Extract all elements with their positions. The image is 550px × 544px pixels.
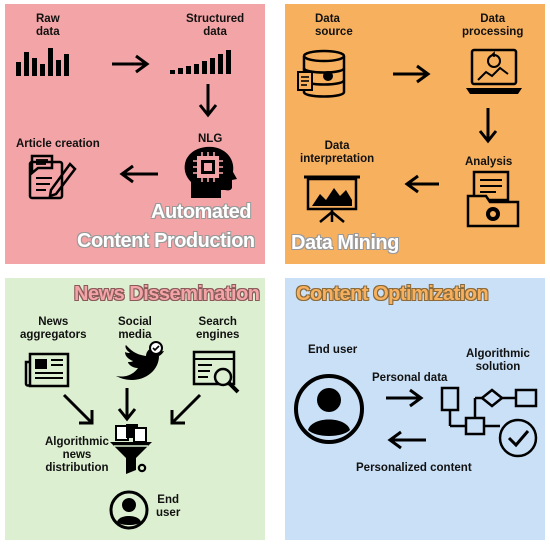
label-interp-line1: Data [324, 140, 350, 152]
arrow-right-icon [112, 54, 150, 74]
label-raw-data-line2: data [36, 26, 60, 38]
label-end-line1: End [157, 494, 180, 506]
panel-content-production [5, 4, 265, 264]
label-search-line1: Search [198, 316, 237, 328]
label-social-line2: media [118, 329, 152, 341]
label-algorithmic-solution: Algorithmic solution [466, 348, 530, 374]
arrow-left-icon [404, 174, 439, 194]
newspaper-icon [24, 352, 70, 388]
label-social-line1: Social [118, 316, 152, 328]
label-algo-line1: Algorithmic [45, 436, 109, 448]
arrow-down-icon [478, 108, 498, 144]
funnel-filter-icon [110, 424, 152, 474]
label-news-aggregators: News aggregators [20, 316, 86, 342]
label-interp-line2: interpretation [300, 153, 375, 165]
label-algo-line3: distribution [45, 462, 109, 474]
arrow-right-icon [386, 388, 424, 408]
laptop-processing-icon [466, 48, 522, 94]
label-data-processing: Data processing [462, 13, 523, 39]
user-avatar-icon [109, 490, 149, 530]
title-news-dissemination: News Dissemination [74, 283, 260, 305]
label-data-source: Data source [315, 13, 353, 39]
database-icon [297, 49, 346, 98]
arrow-down-icon [198, 84, 218, 118]
user-avatar-icon [294, 374, 364, 444]
label-raw-data: Raw data [36, 13, 60, 39]
label-raw-data-line1: Raw [36, 13, 60, 25]
label-source-line1: Data [315, 13, 340, 25]
label-aggr-line1: News [38, 316, 69, 328]
arrow-left-icon [387, 430, 426, 450]
label-aggr-line2: aggregators [20, 329, 87, 341]
title-automated: Automated [151, 201, 251, 223]
arrow-left-icon [119, 164, 158, 184]
structured-bar-chart-icon [170, 50, 231, 74]
label-personal-data: Personal data [372, 372, 448, 384]
label-search-line2: engines [196, 329, 240, 341]
label-article-creation: Article creation [16, 138, 100, 150]
label-personalized-content: Personalized content [356, 462, 472, 474]
flowchart-check-icon [440, 386, 538, 458]
arrow-right-icon [393, 64, 431, 84]
label-structured-line1: Structured [186, 13, 245, 25]
label-data-interpretation: Data interpretation [300, 140, 374, 166]
label-structured-data: Structured data [186, 13, 244, 39]
presentation-board-icon [304, 175, 360, 223]
label-end-user: End user [308, 344, 358, 356]
twitter-bird-icon [116, 341, 164, 380]
raw-bar-chart-icon [16, 48, 69, 76]
label-processing-line1: Data [480, 13, 506, 25]
label-nlg: NLG [198, 133, 223, 145]
arrow-down-icon [117, 388, 137, 422]
label-algorithmic-news-distribution: Algorithmic news distribution [45, 436, 109, 475]
title-content-optimization: Content Optimization [296, 283, 489, 305]
label-processing-line2: processing [462, 26, 524, 38]
article-edit-icon [28, 154, 77, 200]
label-social-media: Social media [118, 316, 152, 342]
label-opt-algo-line2: solution [475, 361, 521, 373]
ai-head-chip-icon [184, 146, 237, 198]
label-structured-line2: data [203, 26, 227, 38]
arrow-diagonal-down-right-icon [62, 393, 94, 425]
title-content-production: Content Production [77, 230, 255, 252]
folder-analysis-icon [466, 170, 520, 228]
label-opt-algo-line1: Algorithmic [466, 348, 530, 360]
label-end-line2: user [156, 507, 181, 519]
label-source-line2: source [315, 26, 353, 38]
label-end-user: End user [156, 494, 180, 520]
search-engine-icon [192, 350, 240, 394]
label-analysis: Analysis [465, 156, 513, 168]
title-data-mining: Data Mining [291, 232, 399, 254]
arrow-diagonal-down-left-icon [170, 393, 202, 425]
label-search-engines: Search engines [196, 316, 239, 342]
label-algo-line2: news [62, 449, 92, 461]
